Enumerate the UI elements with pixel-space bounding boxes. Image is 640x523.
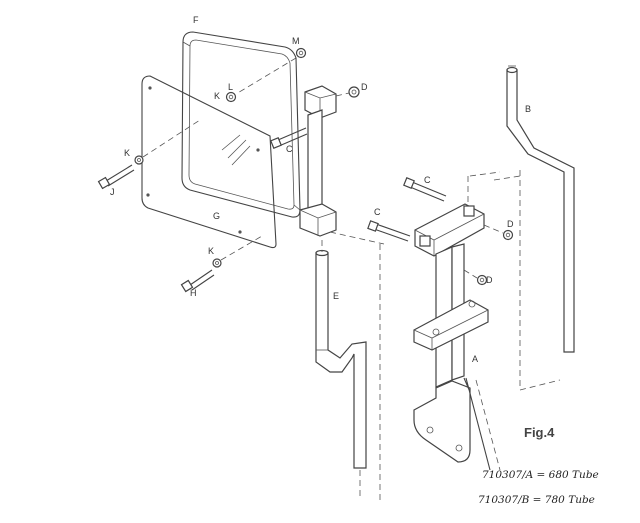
bolt-c-right-upper (403, 177, 447, 202)
label-d1: D (361, 82, 368, 92)
label-c1: C (286, 144, 293, 154)
label-h: H (190, 288, 197, 298)
washer-k-lower (212, 258, 222, 268)
washer-k-left (134, 155, 144, 165)
mirror-frame-f (181, 31, 301, 218)
label-f: F (193, 15, 199, 25)
bracket-assembly-a (379, 170, 561, 500)
label-a: A (472, 354, 478, 364)
figure-caption: Fig.4 (524, 425, 555, 440)
label-l: L (228, 82, 233, 92)
nut-d-upper (335, 86, 360, 98)
label-k1: K (214, 91, 220, 101)
handwritten-note-b: 710307/B = 780 Tube (478, 494, 595, 506)
label-e: E (333, 291, 339, 301)
nut-d-right-lower (463, 269, 488, 286)
tube-e (315, 240, 367, 496)
bolt-j (97, 164, 135, 190)
label-d2: D (507, 219, 514, 229)
label-c3: C (374, 207, 381, 217)
clamp-assembly-upper (299, 85, 337, 237)
label-b: B (525, 104, 531, 114)
nut-d-right-upper (483, 224, 514, 241)
tube-b (506, 65, 575, 353)
label-d3: D (486, 275, 493, 285)
bolt-c-right-lower (367, 220, 411, 242)
label-k3: K (208, 246, 214, 256)
washer-l (225, 91, 237, 103)
bolt-c-upper (270, 127, 308, 149)
label-c2: C (424, 175, 431, 185)
mirror-glass-g (141, 75, 277, 249)
label-k2: K (124, 148, 130, 158)
label-m: M (292, 36, 300, 46)
nut-m (295, 47, 307, 59)
bolt-h (180, 269, 215, 293)
handwritten-note-a: 710307/A = 680 Tube (482, 469, 599, 481)
label-g: G (213, 211, 220, 221)
label-j: J (110, 187, 115, 197)
